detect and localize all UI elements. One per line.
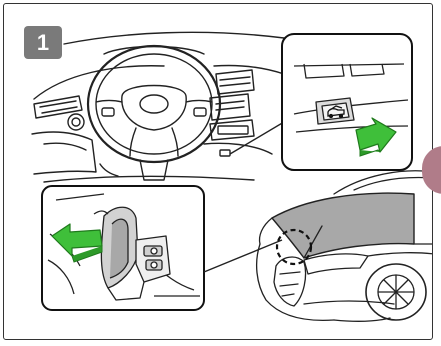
zoom-inset-secondary-latch (42, 186, 204, 310)
latch-pointer-line (204, 240, 282, 272)
car-interior-dashboard (32, 32, 284, 182)
illustration-canvas (4, 4, 433, 340)
car-front-view (257, 171, 433, 321)
step-number-badge: 1 (24, 26, 62, 59)
zoom-inset-hood-release (282, 34, 412, 170)
illustration-frame: 1 (3, 3, 433, 340)
